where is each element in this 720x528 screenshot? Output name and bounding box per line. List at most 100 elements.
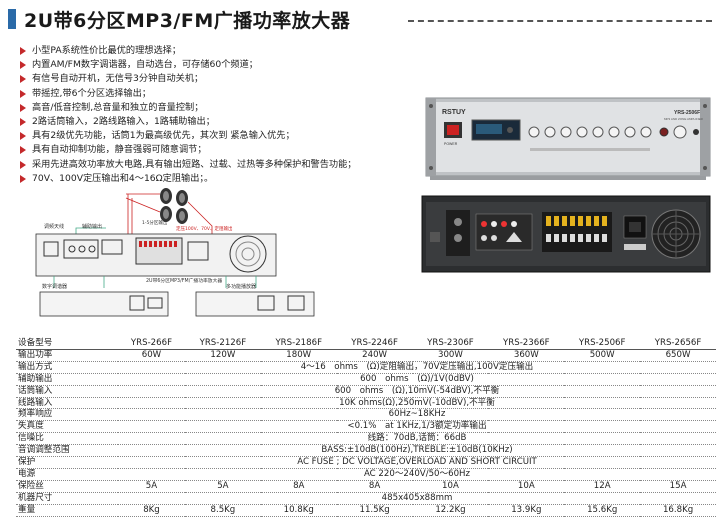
bullet-arrow-icon (20, 103, 26, 112)
feature-list: 小型PA系统性价比最优的理想选择； 内置AM/FM数字调谐器，自动选台，可存储60… (20, 44, 400, 186)
bullet-arrow-icon (20, 47, 26, 55)
model-label: YRS-2506F (674, 110, 700, 116)
spec-value-cell: 12A (564, 480, 641, 493)
spec-value-cell: 12.2Kg (412, 504, 489, 517)
spec-span-cell: 线路：70dB,话筒：66dB (118, 432, 716, 446)
spec-value-cell: 10A (412, 480, 489, 493)
spec-row-label: 机器尺寸 (16, 492, 118, 505)
spec-row-label: 线路输入 (16, 397, 118, 410)
diagram-label-zone: 1-5分区输出 (142, 219, 168, 226)
feature-text: 高音/低音控制,总音量和独立的音量控制； (32, 101, 204, 113)
page-header: 2U带6分区MP3/FM广播功率放大器 (8, 6, 712, 32)
spec-value-cell: 10.8Kg (260, 504, 337, 517)
spec-span-cell: 10K ohms(Ω),250mV(-10dBV),不平衡 (118, 397, 716, 410)
diagram-label-tuner: 数字调谐器 (42, 283, 67, 290)
spec-row-label: 频率响应 (16, 408, 118, 422)
spec-value-cell: 500W (564, 349, 641, 362)
feature-item: 有信号自动开机，无信号3分钟自动关机； (20, 72, 400, 86)
spec-header-label: 设备型号 (16, 338, 118, 350)
spec-row-label: 保护 (16, 456, 118, 469)
diagram-label-const: 定压100V、70V、定阻输出 (176, 225, 233, 232)
diagram-label-amp: 2U带6分区MP3/FM广播功率放大器 (146, 277, 222, 284)
spec-value-cell: 5A (118, 480, 185, 493)
feature-item: 2路话筒输入，2路线路输入，1路辅助输出； (20, 115, 400, 129)
feature-item: 带摇控,带6个分区选择输出； (20, 87, 400, 101)
spec-span-cell: BASS:±10dB(100Hz),TREBLE:±10dB(10KHz) (118, 444, 716, 458)
bullet-arrow-icon (20, 146, 26, 155)
spec-value-cell: 8A (336, 480, 413, 493)
spec-row-label: 保险丝 (16, 480, 118, 493)
spec-row-label: 失真度 (16, 420, 118, 434)
spec-model-cell: YRS-2126F (184, 338, 261, 350)
feature-text: 内置AM/FM数字调谐器，自动选台，可存储60个频道； (32, 59, 258, 71)
spec-value-cell: 120W (184, 349, 261, 362)
spec-model-cell: YRS-266F (118, 338, 185, 350)
feature-item: 70V、100V定压输出和4～16Ω定阻输出；。 (20, 172, 400, 186)
feature-item: 小型PA系统性价比最优的理想选择； (20, 44, 400, 58)
amplifier-rear-panel-image (418, 192, 714, 276)
spec-value-cell: 180W (260, 349, 337, 362)
spec-row-label: 信噪比 (16, 432, 118, 446)
spec-model-cell: YRS-2306F (412, 338, 489, 350)
bullet-arrow-icon (20, 117, 26, 126)
spec-span-cell: 600 ohms (Ω),10mV(-54dBV),不平衡 (118, 385, 716, 398)
spec-value-cell: 15.6Kg (564, 504, 641, 517)
spec-row-label: 音调调整范围 (16, 444, 118, 458)
spec-row-label: 电源 (16, 468, 118, 481)
spec-value-cell: 360W (488, 349, 565, 362)
spec-span-cell: AC 220～240V/50～60Hz (118, 468, 716, 481)
bullet-arrow-icon (20, 160, 26, 169)
spec-row-label: 重量 (16, 504, 118, 517)
spec-span-cell: 4～16 ohms (Ω)定阻输出，70V定压输出,100V定压输出 (118, 361, 716, 374)
spec-model-cell: YRS-2186F (260, 338, 337, 350)
connection-diagram: 调频天线 辅助输出 1-5分区输出 定压100V、70V、定阻输出 2U带6分区… (26, 184, 324, 324)
spec-value-cell: 16.8Kg (640, 504, 716, 517)
speaker-icons (160, 188, 188, 224)
spec-value-cell: 13.9Kg (488, 504, 565, 517)
spec-value-cell: 650W (640, 349, 716, 362)
spec-span-cell: 485x405x88mm (118, 492, 716, 505)
feature-text: 70V、100V定压输出和4～16Ω定阻输出；。 (32, 172, 214, 184)
spec-value-cell: 60W (118, 349, 185, 362)
spec-value-cell: 10A (488, 480, 565, 493)
bullet-arrow-icon (20, 174, 26, 183)
control-knobs (528, 125, 699, 139)
power-label: POWER (444, 142, 458, 146)
spec-row-label: 输出功率 (16, 349, 118, 362)
feature-text: 2路话筒输入，2路线路输入，1路辅助输出； (32, 115, 215, 127)
spec-row: 信噪比线路：70dB,话筒：66dB (16, 432, 716, 446)
title-divider (408, 20, 712, 22)
feature-item: 内置AM/FM数字调谐器，自动选台，可存储60个频道； (20, 58, 400, 72)
diagram-label-player: 多功能播放器 (226, 283, 256, 290)
bullet-arrow-icon (20, 61, 26, 70)
feature-item: 具有自动抑制功能，静音强弱可随意调节； (20, 143, 400, 157)
feature-text: 小型PA系统性价比最优的理想选择； (32, 45, 182, 56)
amplifier-front-panel-image: RSTUY YRS-2506F MP3 AND ZONE AMPLIFIER P… (418, 92, 714, 182)
feature-item: 采用先进高效功率放大电路,具有输出短路、过载、过热等多种保护和警告功能； (20, 158, 400, 172)
feature-item: 具有2级优先功能，话筒1为最高级优先，其次到 紧急输入优先； (20, 129, 400, 143)
diagram-label-aux: 辅助输出 (82, 223, 102, 230)
spec-value-cell: 15A (640, 480, 716, 493)
brand-label: RSTUY (442, 109, 466, 116)
spec-value-cell: 8A (260, 480, 337, 493)
diagram-label-antenna: 调频天线 (44, 223, 64, 230)
spec-span-cell: 60Hz~18KHz (118, 408, 716, 422)
title-accent-bar (8, 9, 16, 29)
bullet-arrow-icon (20, 132, 26, 141)
spec-span-cell: 600 ohms (Ω)/1V(0dBV) (118, 373, 716, 386)
spec-model-cell: YRS-2656F (640, 338, 716, 350)
feature-text: 带摇控,带6个分区选择输出； (32, 87, 152, 99)
